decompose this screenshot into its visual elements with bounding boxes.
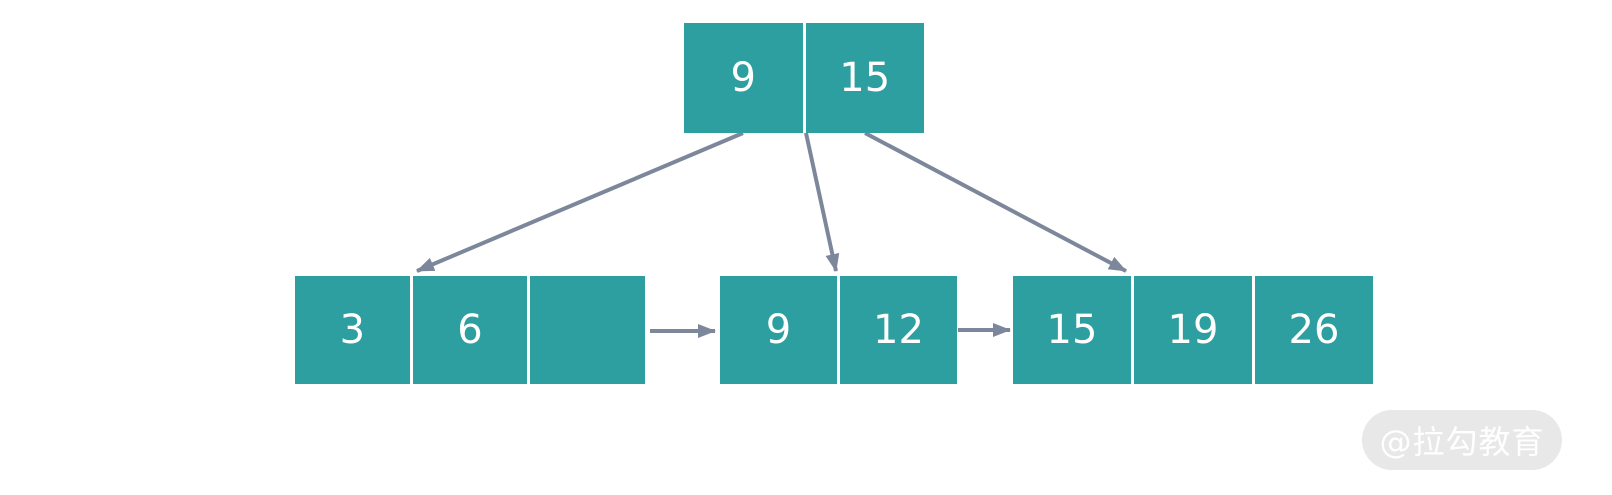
leaf-2-cell-2: 12 [840, 276, 957, 384]
leaf-3-cell-2: 19 [1134, 276, 1252, 384]
leaf-3-cell-1: 15 [1013, 276, 1131, 384]
leaf-1-cell-3-empty [530, 276, 646, 384]
leaf-node-1: 3 6 [295, 276, 646, 384]
leaf-node-3: 15 19 26 [1013, 276, 1373, 384]
leaf-1-cell-2: 6 [412, 276, 528, 384]
root-cell-2: 15 [805, 23, 924, 133]
leaf-node-2: 9 12 [720, 276, 957, 384]
arrow-root-to-leaf-1 [416, 131, 744, 273]
arrow-root-to-leaf-3 [864, 131, 1127, 273]
root-cell-1: 9 [684, 23, 803, 133]
leaf-3-cell-3: 26 [1255, 276, 1373, 384]
leaf-1-cell-1: 3 [295, 276, 410, 384]
watermark-text: @拉勾教育 [1379, 423, 1545, 461]
leaf-2-cell-1: 9 [720, 276, 837, 384]
root-node: 9 15 [684, 23, 924, 133]
arrow-root-to-leaf-2 [804, 132, 840, 272]
watermark-badge: @拉勾教育 [1362, 410, 1562, 470]
